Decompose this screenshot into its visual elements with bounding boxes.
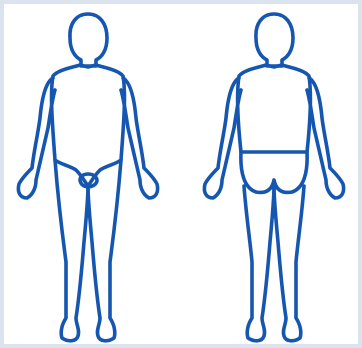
body-diagram-canvas xyxy=(4,4,358,344)
front-head-icon xyxy=(70,14,107,66)
back-left-arm-icon xyxy=(204,78,241,198)
back-body-figure-icon xyxy=(204,14,343,341)
body-diagram-svg xyxy=(4,4,358,344)
back-head-icon xyxy=(256,14,293,66)
front-torso-icon xyxy=(52,65,125,186)
front-left-arm-icon xyxy=(18,78,55,198)
back-right-leg-icon xyxy=(274,186,304,341)
back-right-arm-icon xyxy=(307,78,344,198)
back-left-leg-icon xyxy=(244,186,274,341)
front-right-arm-icon xyxy=(121,78,158,198)
front-body-figure-icon xyxy=(18,14,157,341)
back-torso-icon xyxy=(238,65,311,152)
